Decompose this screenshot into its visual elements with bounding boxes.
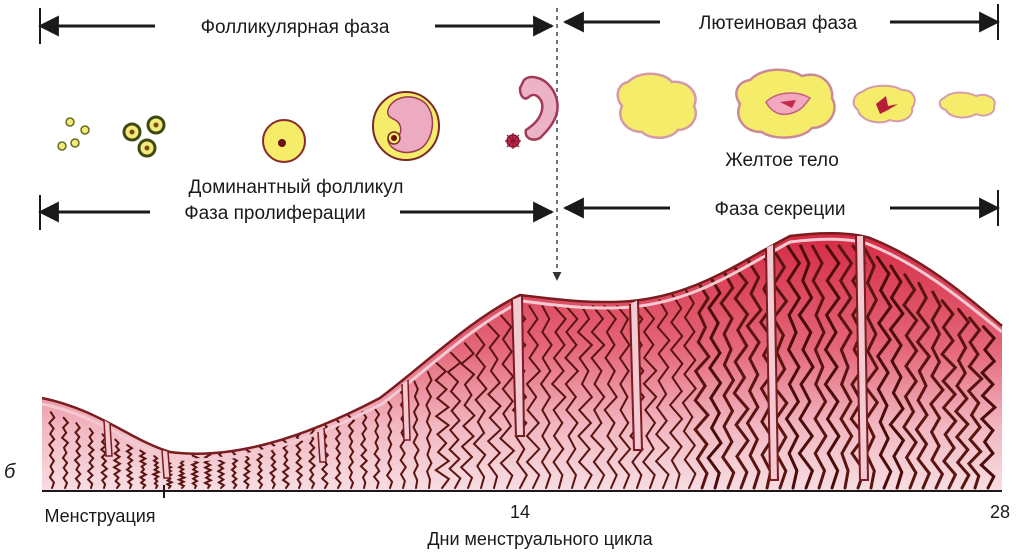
- endometrial-gland: [589, 305, 606, 489]
- endometrial-gland: [216, 447, 226, 489]
- endometrial-gland: [784, 244, 802, 490]
- endometrial-gland: [47, 411, 56, 489]
- endometrial-gland: [940, 299, 958, 490]
- endometrial-gland: [719, 271, 736, 490]
- luteal-phase-label: Лютеиновая фаза: [699, 13, 858, 34]
- endometrial-gland: [255, 437, 265, 489]
- endometrial-gland: [823, 244, 841, 490]
- endometrial-gland: [112, 438, 122, 489]
- endometrial-gland: [953, 307, 971, 490]
- endometrial-gland: [125, 444, 135, 489]
- endometrial-gland: [616, 305, 632, 489]
- endometrial-gland: [564, 305, 580, 489]
- endometrial-gland: [242, 441, 252, 489]
- endometrial-gland: [459, 342, 476, 489]
- follicular-phase-label: Фолликулярная фаза: [201, 17, 390, 38]
- endometrial-gland: [797, 244, 815, 490]
- endometrial-gland: [914, 281, 932, 490]
- endometrial-gland: [446, 351, 463, 489]
- endometrial-gland: [359, 411, 369, 489]
- ruptured-follicle: [505, 75, 559, 149]
- panel-label: б: [4, 461, 16, 483]
- endometrial-gland: [862, 247, 880, 490]
- endometrial-gland: [771, 248, 789, 490]
- primordial-follicles: [57, 117, 90, 151]
- endometrial-gland: [150, 455, 161, 489]
- endometrial-gland: [347, 414, 356, 489]
- endometrial-gland: [693, 282, 711, 490]
- endometrial-gland: [902, 273, 919, 490]
- endometrial-gland: [966, 316, 984, 490]
- endometrial-gland: [425, 370, 433, 489]
- endometrial-gland: [525, 305, 542, 489]
- secretion-phase-arrow: [562, 190, 1001, 226]
- endometrial-gland: [641, 304, 658, 489]
- endometrium-layer: [41, 231, 1003, 490]
- corpus-luteum-mature: [735, 68, 836, 139]
- endometrial-gland: [706, 276, 723, 490]
- endometrial-gland: [86, 427, 95, 489]
- axis-label-menstruation: Менструация: [44, 506, 155, 526]
- endometrial-gland: [486, 323, 503, 489]
- endometrial-gland: [499, 313, 516, 489]
- proliferation-phase-label: Фаза пролиферации: [184, 203, 366, 224]
- endometrial-gland: [268, 434, 278, 489]
- growing-follicle: [262, 119, 306, 163]
- endometrial-gland: [99, 433, 109, 489]
- endometrial-gland: [811, 244, 828, 490]
- endometrial-gland: [472, 332, 488, 489]
- dominant-follicle-drawing: [372, 91, 440, 161]
- luteal-phase-arrow: [562, 4, 1001, 40]
- axis-title: Дни менструального цикла: [427, 529, 653, 549]
- endometrial-gland: [385, 399, 394, 489]
- axis-label-day-14: 14: [510, 502, 530, 522]
- endometrial-gland: [875, 255, 893, 490]
- secretion-phase-label: Фаза секреции: [715, 199, 846, 220]
- endometrial-gland: [539, 305, 553, 489]
- endometrial-gland: [681, 288, 698, 489]
- endometrial-gland: [60, 416, 70, 489]
- endometrial-gland: [603, 305, 619, 489]
- dominant-follicle-label: Доминантный фолликул: [189, 177, 404, 198]
- endometrial-gland: [138, 449, 148, 489]
- corpus-luteum-early: [616, 72, 697, 139]
- follicular-phase-arrow: [37, 8, 555, 44]
- endometrial-gland: [929, 290, 945, 490]
- endometrial-gland: [372, 407, 381, 489]
- endometrial-gland: [176, 457, 187, 489]
- endometrial-gland: [745, 259, 763, 490]
- primary-follicles: [122, 115, 166, 158]
- endometrial-gland: [888, 264, 906, 490]
- endometrial-gland: [281, 431, 291, 489]
- endometrial-gland: [73, 422, 82, 489]
- endometrial-gland: [837, 244, 854, 490]
- proliferation-phase-arrow: [37, 195, 555, 230]
- endometrial-gland: [412, 380, 420, 489]
- endometrial-gland: [732, 265, 750, 490]
- endometrial-gland: [654, 299, 671, 489]
- endometrial-gland: [334, 417, 342, 489]
- endometrial-gland: [979, 325, 998, 490]
- corpus-albicans: [938, 91, 996, 119]
- axis-label-day-28: 28: [990, 502, 1010, 522]
- corpus-luteum-regressing: [852, 84, 916, 124]
- endometrial-gland: [550, 305, 567, 489]
- endometrial-gland: [230, 444, 239, 489]
- endometrial-gland: [668, 293, 684, 489]
- endometrial-gland: [576, 305, 594, 489]
- corpus-luteum-label: Желтое тело: [725, 150, 839, 171]
- endometrial-gland: [434, 361, 451, 489]
